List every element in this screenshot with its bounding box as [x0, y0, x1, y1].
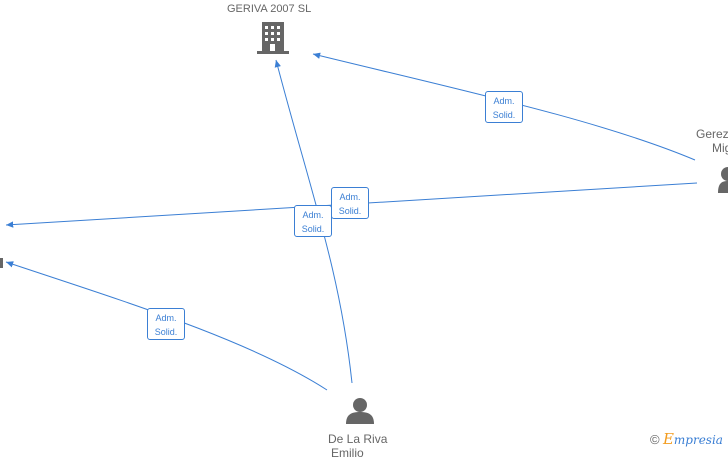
edge-label-right-company: Adm. Solid. — [485, 91, 523, 123]
edge-role-line1: Adm. — [155, 313, 177, 323]
edge-label-bottom-company: Adm. Solid. — [294, 205, 332, 237]
edge-right-to-company — [312, 52, 696, 161]
person-left-name-fragment[interactable]: M — [0, 257, 3, 271]
copyright-symbol: © — [650, 432, 660, 447]
building-icon[interactable] — [257, 22, 289, 54]
edge-label-right-left: Adm. Solid. — [331, 187, 369, 219]
empresia-watermark[interactable]: © Empresia — [650, 430, 723, 448]
person-icon[interactable] — [0, 258, 3, 268]
person-right-name-line1[interactable]: Gerez — [696, 127, 728, 141]
brand-name: mpresia — [673, 433, 723, 447]
person-bottom-name-line2[interactable]: Emilio — [331, 446, 364, 460]
edge-role-line1: Adm. — [302, 210, 324, 220]
edge-role-line1: Adm. — [493, 96, 515, 106]
person-bottom-name-line1[interactable]: De La Riva — [328, 432, 388, 446]
brand-initial: E — [662, 430, 674, 448]
edge-role-line2: Solid. — [154, 327, 178, 337]
edge-role-line1: Adm. — [339, 192, 361, 202]
relationship-graph — [0, 22, 728, 424]
person-icon[interactable] — [718, 167, 728, 193]
person-icon[interactable] — [346, 398, 374, 424]
edge-role-line2: Solid. — [301, 224, 325, 234]
person-right-name-line2[interactable]: Mig — [712, 141, 728, 155]
edge-role-line2: Solid. — [338, 206, 362, 216]
edge-role-line2: Solid. — [492, 110, 516, 120]
edge-label-bottom-left: Adm. Solid. — [147, 308, 185, 340]
company-name[interactable]: GERIVA 2007 SL — [227, 3, 312, 15]
